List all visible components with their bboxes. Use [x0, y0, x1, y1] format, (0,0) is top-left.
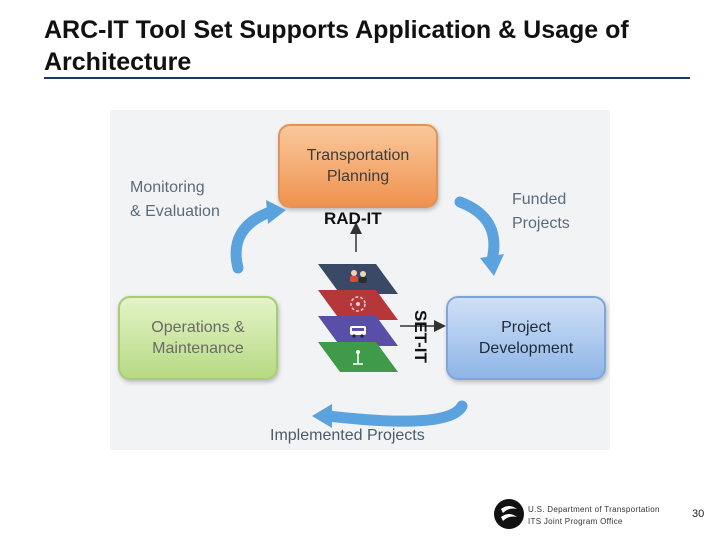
- slide-title: ARC-IT Tool Set Supports Application & U…: [44, 14, 684, 78]
- footer-org-line1: U.S. Department of Transportation: [528, 504, 660, 515]
- page-number: 30: [692, 508, 704, 520]
- title-underline: [44, 77, 690, 79]
- architecture-layer-stack: [318, 264, 398, 372]
- cycle-arrow-top-left: [236, 200, 286, 268]
- diagram-graphics: [110, 110, 610, 450]
- cycle-arrow-bottom: [312, 404, 462, 428]
- set-it-label: SET-IT: [410, 310, 430, 363]
- cycle-arrow-top-right: [460, 202, 504, 276]
- usdot-logo-icon: [493, 497, 525, 531]
- rad-it-label: RAD-IT: [324, 209, 382, 229]
- footer-org-line2: ITS Joint Program Office: [528, 516, 623, 527]
- architecture-cycle-diagram: Transportation Planning Operations & Mai…: [110, 110, 610, 450]
